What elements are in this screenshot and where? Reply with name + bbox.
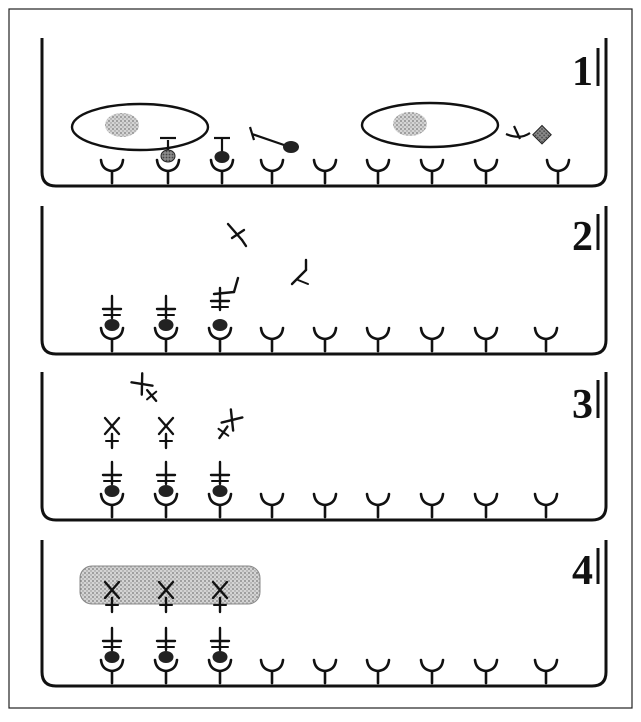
- capture-antibodies-4: [99, 658, 559, 685]
- detection-antibodies-3: [101, 460, 231, 486]
- cell-nucleus-right: [393, 112, 427, 136]
- panel-label-3: 3: [572, 382, 593, 428]
- panel-1: 1: [40, 38, 608, 188]
- well-4: [40, 540, 608, 688]
- panel-label-4: 4: [572, 548, 593, 594]
- panel-label-2: 2: [572, 214, 593, 260]
- well-2: [40, 206, 608, 356]
- cell-left: [70, 102, 210, 152]
- cell-nucleus-left: [105, 113, 139, 137]
- capture-antibodies-3: [99, 492, 559, 519]
- panel-4: 4: [40, 540, 608, 688]
- panel-2: 2: [40, 206, 608, 356]
- free-detection-antibodies-2: [212, 222, 309, 296]
- well-1: [40, 38, 608, 188]
- enzyme-conjugates-3: [103, 372, 244, 450]
- antigen-captured-1: [160, 136, 230, 163]
- well-3: [40, 372, 608, 522]
- detection-antibodies-4: [101, 626, 231, 652]
- bound-other-protein-1: [505, 124, 552, 145]
- capture-antibodies-1: [99, 158, 571, 185]
- figure-frame: [8, 8, 633, 709]
- capture-antibodies-2: [99, 326, 559, 353]
- detection-antibodies-2: [101, 286, 231, 320]
- free-antigen-1: [248, 126, 299, 153]
- cell-right: [360, 101, 500, 149]
- panel-3: 3: [40, 372, 608, 522]
- panel-label-1: 1: [572, 49, 593, 95]
